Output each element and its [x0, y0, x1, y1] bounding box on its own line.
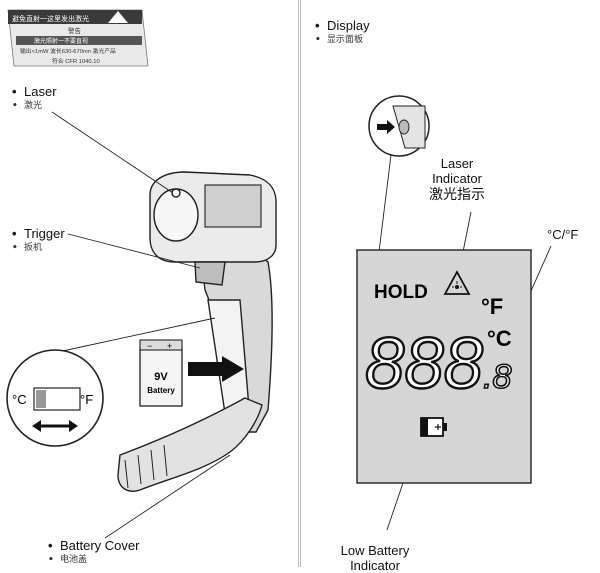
warning-line1: 避免直射一这里发出激光: [12, 14, 89, 23]
lcd-f: °F: [481, 294, 503, 319]
battery-plus: +: [167, 341, 172, 351]
lcd-digits: 888: [365, 324, 483, 404]
laser-warning-label: 避免直射一这里发出激光 警告 激光照射一不要直视 输出<1mW 波长630-67…: [7, 9, 149, 67]
display-callout: [368, 95, 430, 157]
insert-arrow-icon: [188, 356, 244, 382]
battery-9v: − + 9V Battery: [139, 339, 183, 407]
warning-line3: 激光照射一不要直视: [34, 37, 88, 45]
switch-f-label: °F: [80, 392, 93, 407]
low-battery-line1: Low Battery: [340, 543, 410, 558]
battery-word: Battery: [147, 386, 175, 395]
battery-cover-sub: •电池盖: [48, 555, 88, 565]
lcd-hold: HOLD: [374, 282, 428, 303]
laser-sub: •激光: [12, 101, 43, 111]
warning-line5: 符合 CFR 1040.10: [52, 57, 100, 65]
switch-c-label: °C: [12, 392, 27, 407]
leader-lines: [51, 111, 231, 539]
trigger-sub: •扳机: [12, 243, 43, 253]
laser-indicator-sub: 激光指示: [429, 187, 485, 203]
lcd-screen: [356, 249, 532, 484]
arrow-right-icon: [377, 120, 395, 134]
laser-indicator-line2: Indicator: [432, 171, 482, 186]
low-battery-icon: [420, 417, 447, 437]
lcd-c: °C: [487, 326, 512, 351]
battery-cover-label: •Battery Cover: [48, 538, 140, 553]
right-panel: HOLD °F °C 888 .8 •Display •显示面板 Laser I…: [300, 0, 600, 573]
double-arrow-icon: [32, 420, 78, 432]
warning-triangle-icon: [108, 11, 128, 23]
battery-minus: −: [147, 341, 152, 351]
left-panel: 避免直射一这里发出激光 警告 激光照射一不要直视 输出<1mW 波长630-67…: [0, 0, 299, 567]
display-label: •Display: [315, 18, 370, 33]
thermometer-illustration: [117, 171, 277, 492]
laser-label: •Laser: [12, 84, 57, 99]
trigger-label: •Trigger: [12, 226, 65, 241]
laser-warning-icon: [443, 270, 471, 295]
laser-indicator-line1: Laser: [440, 156, 474, 171]
right-diagram: HOLD °F °C 888 .8: [356, 95, 552, 531]
warning-line2: 警告: [68, 26, 82, 35]
cf-label: °C/°F: [547, 227, 579, 242]
low-battery-line2: Indicator: [350, 558, 400, 573]
left-diagram: 避免直射一这里发出激光 警告 激光照射一不要直视 输出<1mW 波长630-67…: [6, 9, 277, 539]
display-sub: •显示面板: [315, 35, 364, 45]
battery-voltage: 9V: [154, 371, 168, 383]
warning-line4: 输出<1mW 波长630-670nm 激光产品: [20, 47, 116, 55]
unit-switch-callout: °C °F: [6, 349, 104, 447]
lcd-decimal: .8: [483, 358, 511, 396]
